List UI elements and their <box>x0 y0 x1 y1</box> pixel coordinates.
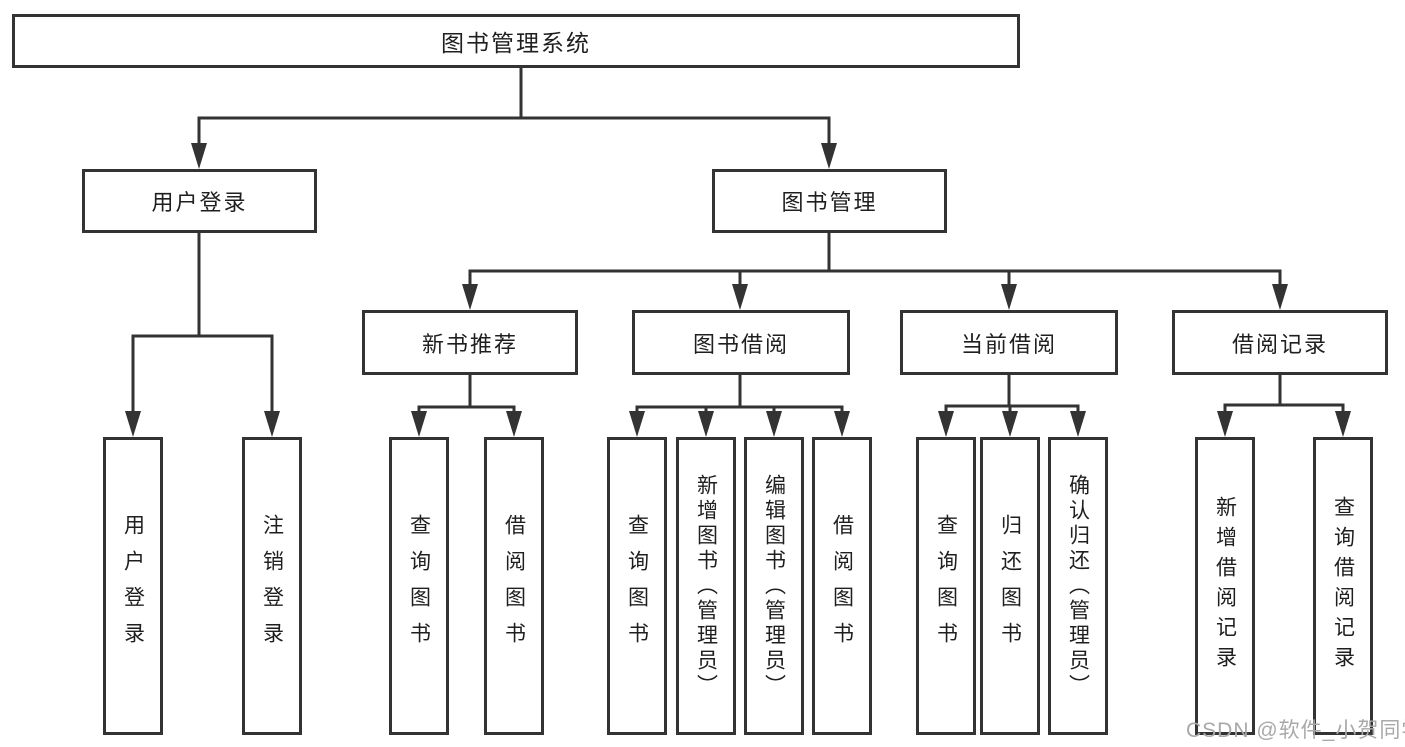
leaf-nb-borrow-books: 借阅图书 <box>484 437 544 735</box>
leaf-rec-query-record: 查询借阅记录 <box>1313 437 1373 735</box>
node-new-book-recommend-label: 新书推荐 <box>421 331 518 357</box>
leaf-cb-confirm-return-admin-label: 确认归还（管理员） <box>1066 473 1090 699</box>
leaf-user-login-label: 用户登录 <box>121 514 145 658</box>
node-new-book-recommend: 新书推荐 <box>362 310 578 375</box>
edge-book-borrow-to-leaves <box>629 373 850 437</box>
edge-root-to-level2 <box>191 66 837 169</box>
leaf-rec-add-record: 新增借阅记录 <box>1195 437 1255 735</box>
leaf-bb-query-books-label: 查询图书 <box>625 514 649 658</box>
leaf-cb-return-books-label: 归还图书 <box>998 514 1022 658</box>
node-book-management-label: 图书管理 <box>781 190 878 215</box>
node-library-system-label: 图书管理系统 <box>441 30 591 56</box>
edge-borrow-records-to-leaves <box>1217 373 1351 437</box>
leaf-rec-add-record-label: 新增借阅记录 <box>1213 496 1237 676</box>
leaf-bb-edit-books-admin: 编辑图书（管理员） <box>744 437 804 735</box>
leaf-bb-borrow-books-label: 借阅图书 <box>830 514 854 658</box>
leaf-bb-add-books-admin: 新增图书（管理员） <box>676 437 736 735</box>
leaf-bb-edit-books-admin-label: 编辑图书（管理员） <box>762 473 786 699</box>
leaf-nb-borrow-books-label: 借阅图书 <box>502 514 526 658</box>
edge-user-login-to-leaves <box>125 231 280 437</box>
leaf-cb-query-books-label: 查询图书 <box>934 514 958 658</box>
node-library-system: 图书管理系统 <box>12 14 1020 68</box>
leaf-nb-query-books: 查询图书 <box>389 437 449 735</box>
edge-current-borrow-to-leaves <box>938 373 1086 437</box>
leaf-cb-query-books: 查询图书 <box>916 437 976 735</box>
node-user-login-label: 用户登录 <box>151 190 248 215</box>
leaf-rec-query-record-label: 查询借阅记录 <box>1331 496 1355 676</box>
leaf-nb-query-books-label: 查询图书 <box>407 514 431 658</box>
leaf-logout-label: 注销登录 <box>260 514 284 658</box>
node-current-borrow: 当前借阅 <box>900 310 1118 375</box>
leaf-cb-return-books: 归还图书 <box>980 437 1040 735</box>
node-book-borrow: 图书借阅 <box>632 310 850 375</box>
node-current-borrow-label: 当前借阅 <box>960 331 1057 357</box>
node-borrow-records: 借阅记录 <box>1172 310 1388 375</box>
leaf-bb-borrow-books: 借阅图书 <box>812 437 872 735</box>
leaf-logout: 注销登录 <box>242 437 302 735</box>
csdn-watermark: CSDN @软件_小贺同学 <box>1186 719 1405 742</box>
node-book-management: 图书管理 <box>712 169 947 233</box>
leaf-bb-add-books-admin-label: 新增图书（管理员） <box>694 473 718 699</box>
edge-book-management-to-level3 <box>462 231 1288 310</box>
node-borrow-records-label: 借阅记录 <box>1231 331 1328 357</box>
node-book-borrow-label: 图书借阅 <box>692 331 789 357</box>
leaf-user-login: 用户登录 <box>103 437 163 735</box>
leaf-bb-query-books: 查询图书 <box>607 437 667 735</box>
node-user-login: 用户登录 <box>82 169 317 233</box>
edge-new-book-to-leaves <box>411 373 522 437</box>
leaf-cb-confirm-return-admin: 确认归还（管理员） <box>1048 437 1108 735</box>
